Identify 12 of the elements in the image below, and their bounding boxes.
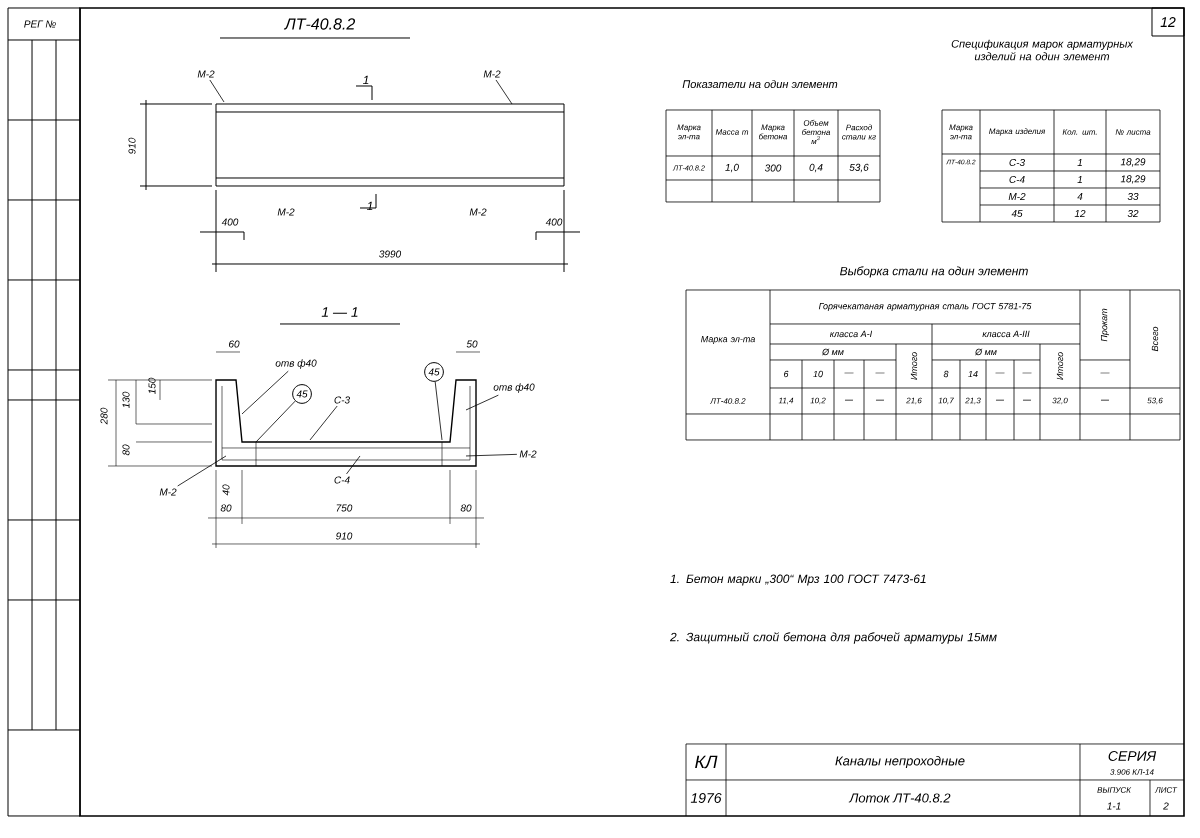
leader-line xyxy=(434,381,443,441)
title-block-cell: КЛ xyxy=(695,755,718,769)
leader-line xyxy=(465,453,518,457)
diagram-title: ЛТ-40.8.2 xyxy=(283,18,356,30)
leader-line xyxy=(209,79,225,103)
leader-line xyxy=(255,400,296,443)
leader-line xyxy=(241,370,289,415)
leader-line xyxy=(465,394,499,411)
leader-line xyxy=(177,455,227,487)
leader-line xyxy=(309,405,338,441)
leader-line xyxy=(346,455,361,475)
leader-line xyxy=(495,79,513,105)
